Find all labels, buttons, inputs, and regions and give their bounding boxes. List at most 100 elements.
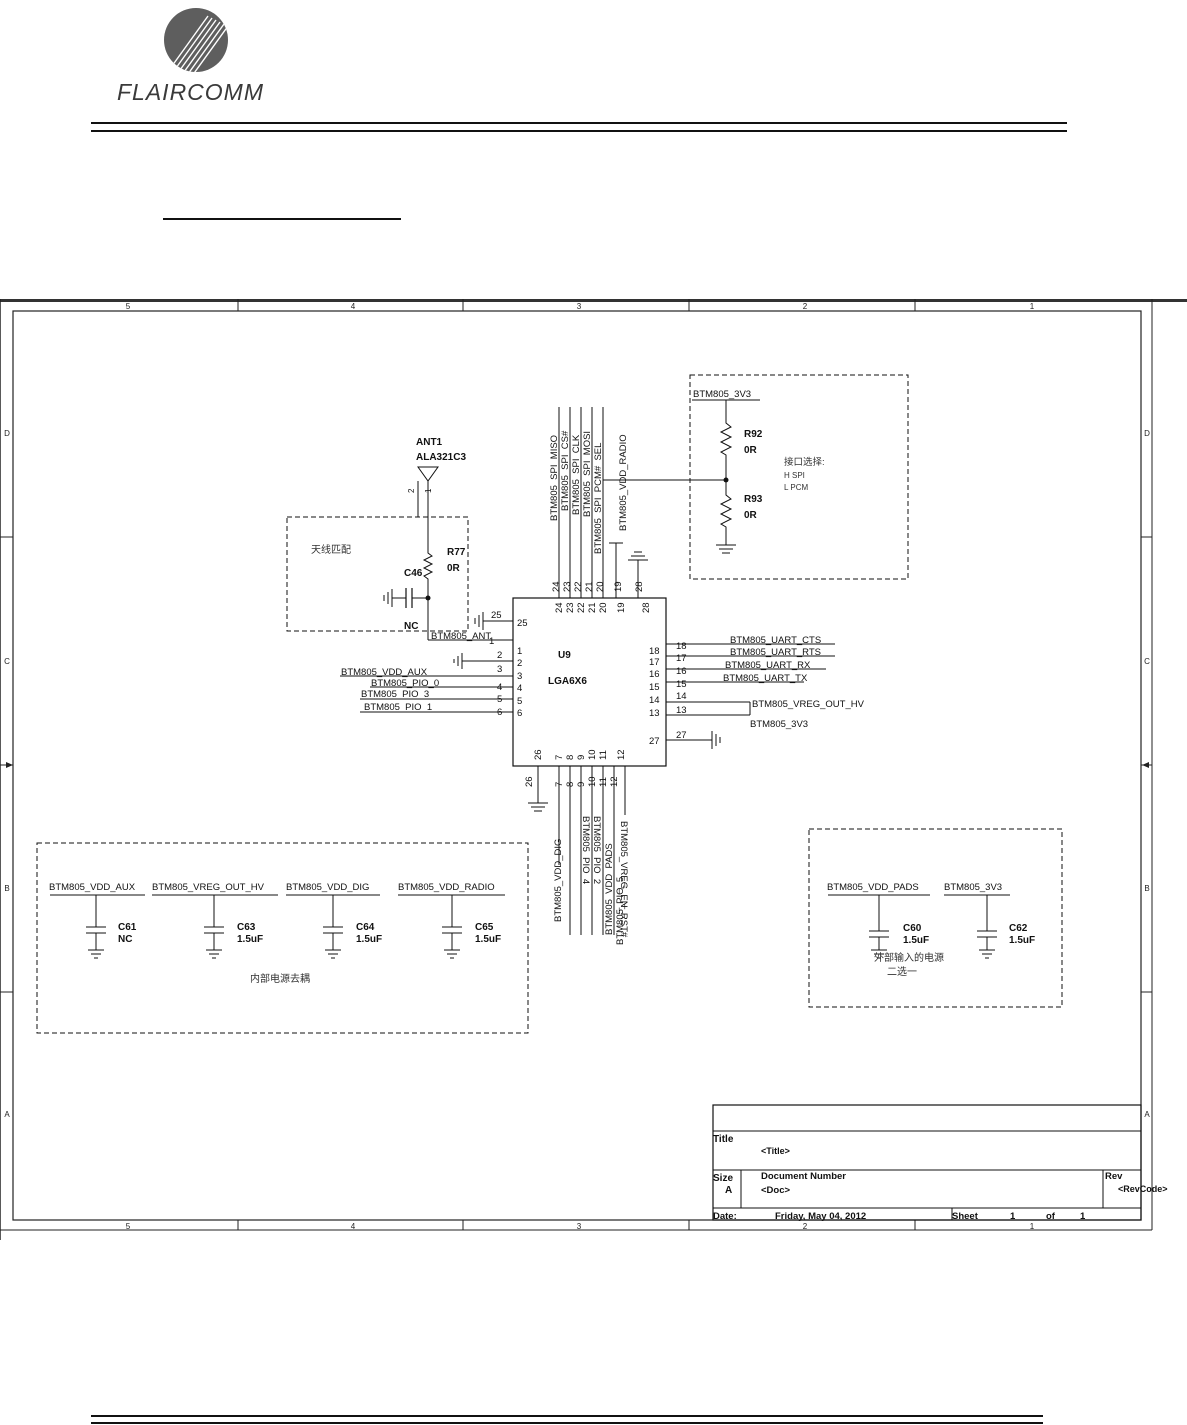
pin-label: 23 xyxy=(562,581,573,592)
sheet-total: 1 xyxy=(1080,1211,1086,1222)
pin-label: 12 xyxy=(609,776,620,787)
net-vreg-out-hv: BTM805_VREG_OUT_HV xyxy=(752,699,865,710)
footer-rule xyxy=(91,1415,1043,1424)
pin-label: 25 xyxy=(517,618,528,629)
chip-package: LGA6X6 xyxy=(548,676,587,687)
pin-label: 26 xyxy=(524,776,535,787)
sheet-top-edge xyxy=(0,299,1187,302)
cap-net: BTM805_VDD_DIG xyxy=(286,882,369,893)
pin-label: 13 xyxy=(676,705,687,716)
r92-ref: R92 xyxy=(744,429,763,440)
docnum-value: <Doc> xyxy=(761,1185,790,1196)
pin-label: 27 xyxy=(676,730,687,741)
pin-label: 1 xyxy=(517,646,522,657)
pin-label: 3 xyxy=(517,671,522,682)
col-label: 5 xyxy=(126,302,131,311)
match-label: 天线匹配 xyxy=(311,543,351,556)
pin-label: 4 xyxy=(497,682,502,693)
net-spi-miso: BTM805_SPI_MISO xyxy=(549,435,560,521)
date-value: Friday, May 04, 2012 xyxy=(775,1211,866,1222)
cap-ref: C61 xyxy=(118,922,137,933)
pin-label: 15 xyxy=(676,679,687,690)
pin-label: 2 xyxy=(497,650,502,661)
cap-ref: C65 xyxy=(475,922,494,933)
row-label: A xyxy=(1144,1110,1150,1119)
pin-label: 14 xyxy=(649,695,660,706)
ext-label-2: 二选一 xyxy=(887,965,917,978)
cap-ref: C64 xyxy=(356,922,375,933)
pin-label: 12 xyxy=(616,749,627,760)
pin-label: 8 xyxy=(565,782,576,787)
col-label: 2 xyxy=(803,302,808,311)
antenna-match-box: 天线匹配 R77 0R C46 NC xyxy=(286,516,469,640)
net-pio-3: BTM805_PIO_3 xyxy=(361,689,429,700)
pin-label: 19 xyxy=(613,581,624,592)
resistor-r92-r93-icon xyxy=(719,400,733,545)
r77-val: 0R xyxy=(447,563,461,574)
net-vreg-en-rst: BTM805_VREG_EN_RST# xyxy=(618,821,629,938)
net-uart-rts: BTM805_UART_RTS xyxy=(730,647,821,658)
logo-mark-icon xyxy=(164,8,228,72)
net-vdd-dig: BTM805_VDD_DIG xyxy=(553,839,564,922)
net-pio-1: BTM805_PIO_1 xyxy=(364,702,432,713)
pin-label: 27 xyxy=(649,736,660,747)
size-label: Size xyxy=(713,1173,733,1184)
date-label: Date: xyxy=(713,1211,737,1222)
pin-label: 14 xyxy=(676,691,687,702)
pin-label: 18 xyxy=(649,646,660,657)
col-label: 4 xyxy=(351,1222,356,1231)
heading-underline xyxy=(163,218,401,220)
ground-icon xyxy=(716,544,736,554)
net-uart-cts: BTM805_UART_CTS xyxy=(730,635,821,646)
r77-ref: R77 xyxy=(447,547,466,558)
pin-label: 10 xyxy=(587,776,598,787)
pin-label: 6 xyxy=(517,708,522,719)
pin-label: 26 xyxy=(533,749,544,760)
pin-label: 25 xyxy=(491,610,502,621)
col-label: 1 xyxy=(1030,1222,1035,1231)
size-value: A xyxy=(725,1185,732,1196)
pin-label: 19 xyxy=(616,602,627,613)
rev-label: Rev xyxy=(1105,1171,1123,1182)
ant-pin: 2 xyxy=(407,488,416,493)
row-label: B xyxy=(4,884,9,893)
iface-note-title: 接口选择: xyxy=(784,456,825,468)
row-label: A xyxy=(4,1110,10,1119)
ground-icon xyxy=(474,612,484,630)
ant-part: ALA321C3 xyxy=(416,452,466,463)
iface-supply: BTM805_3V3 xyxy=(693,389,751,400)
capacitor-icon xyxy=(86,895,462,959)
rev-value: <RevCode> xyxy=(1118,1184,1168,1194)
cap-val: 1.5uF xyxy=(237,934,263,945)
cap-val: 1.5uF xyxy=(1009,935,1035,946)
pin-label: 2 xyxy=(517,658,522,669)
pin-label: 23 xyxy=(565,602,576,613)
col-label: 3 xyxy=(577,302,582,311)
row-label: D xyxy=(1144,429,1150,438)
pin-label: 7 xyxy=(554,755,565,760)
cap-net: BTM805_VDD_PADS xyxy=(827,882,919,893)
net-spi-cs: BTM805_SPI_CS# xyxy=(560,430,571,511)
antenna-icon xyxy=(417,466,439,482)
ground-icon xyxy=(453,653,463,669)
title-value: <Title> xyxy=(761,1146,790,1156)
pin-label: 9 xyxy=(576,755,587,760)
net-uart-rx: BTM805_UART_RX xyxy=(725,660,811,671)
cap-net: BTM805_VREG_OUT_HV xyxy=(152,882,265,893)
cap-net: BTM805_3V3 xyxy=(944,882,1002,893)
header-rule xyxy=(91,122,1067,132)
pin-label: 21 xyxy=(587,602,598,613)
iface-note-l: L PCM xyxy=(784,483,808,492)
pin-label: 16 xyxy=(649,669,660,680)
net-pio-5: BTM805_PIO_5 xyxy=(615,877,626,945)
pin-label: 13 xyxy=(649,708,660,719)
ground-icon xyxy=(383,589,393,607)
net-pio-0: BTM805_PIO_0 xyxy=(371,678,439,689)
net-vdd-pads: BTM805_VDD_PADS xyxy=(604,843,615,935)
col-label: 5 xyxy=(126,1222,131,1231)
pin-label: 10 xyxy=(587,749,598,760)
ant-ref: ANT1 xyxy=(416,437,443,448)
pin-label: 15 xyxy=(649,682,660,693)
pin-label: 24 xyxy=(554,602,565,613)
pin-label: 5 xyxy=(517,696,522,707)
